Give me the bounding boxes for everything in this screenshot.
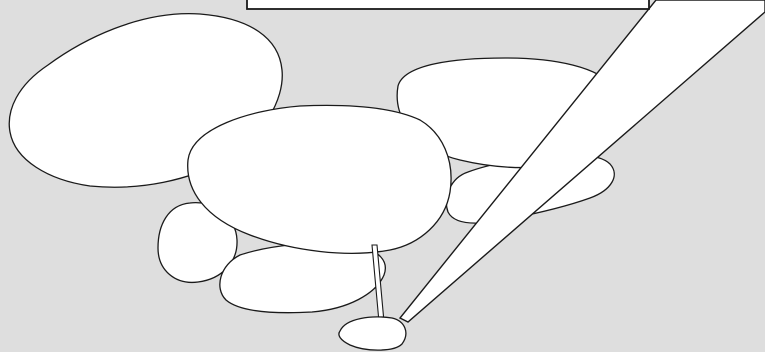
callout-pointer	[400, 0, 765, 322]
caption-box	[247, 0, 649, 9]
pin-head	[339, 317, 406, 350]
